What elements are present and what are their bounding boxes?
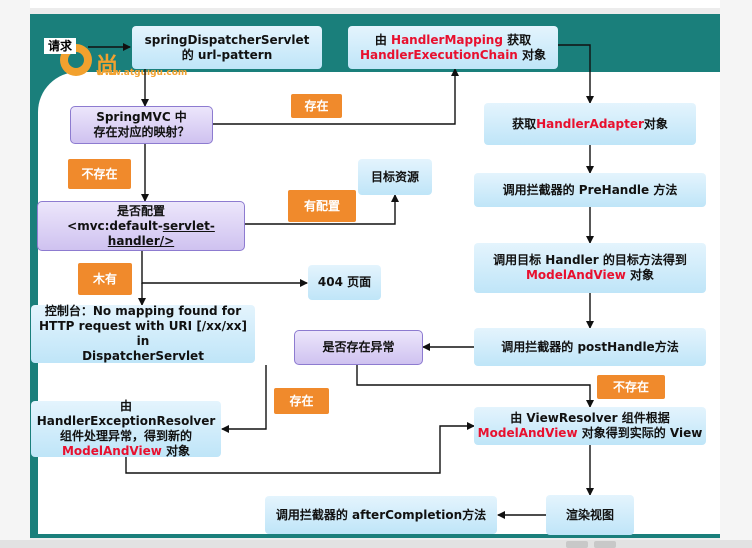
config-line2a: <mvc:default- (67, 218, 163, 233)
exception-resolver-node: 由 HandlerExceptionResolver 组件处理异常，得到新的 M… (31, 399, 221, 458)
hm-mid: 获取 (502, 32, 532, 47)
resolver-line2: 组件处理异常，得到新的 (59, 429, 192, 443)
console-line2: HTTP request with URI [/xx/xx] in (38, 319, 248, 348)
frame-left (0, 0, 30, 540)
invoke-suffix: 对象 (625, 268, 655, 282)
arrow-config-resource (245, 194, 399, 225)
springmvc-mapping-check: SpringMVC 中 存在对应的映射？ (70, 106, 213, 144)
invoke-name: ModelAndView (525, 268, 626, 282)
dispatcher-servlet-node: springDispatcherServlet 的 url-pattern (132, 26, 322, 69)
logo-brand: 尚 (96, 54, 119, 79)
dispatcher-line2: 的 url-pattern (181, 47, 273, 62)
posthandle-node: 调用拦截器的 postHandle方法 (474, 328, 706, 366)
console-line3: DispatcherServlet (82, 349, 204, 363)
invoke-handler-node: 调用目标 Handler 的目标方法得到 ModelAndView 对象 (474, 243, 706, 293)
scroll-thumb[interactable] (566, 541, 588, 548)
default-servlet-handler-check: 是否配置 <mvc:default-servlet- handler/> (37, 201, 245, 251)
adapter-name: HandlerAdapter (536, 116, 644, 131)
hm-prefix: 由 (374, 32, 392, 47)
handler-mapping-node: 由 HandlerMapping 获取 HandlerExecutionChai… (348, 26, 558, 69)
hm-name: HandlerMapping (391, 32, 503, 47)
adapter-suffix: 对象 (643, 116, 668, 131)
config-line1: 是否配置 (116, 203, 165, 218)
target-resource-node: 目标资源 (358, 159, 432, 195)
vr-name: ModelAndView (477, 426, 578, 440)
console-no-mapping-node: 控制台：No mapping found for HTTP request wi… (31, 304, 255, 363)
logo-url: www.atguigu.com (96, 68, 188, 78)
dispatcher-line1: springDispatcherServlet (144, 32, 310, 47)
check-line2: 存在对应的映射？ (93, 125, 190, 139)
page-404-node: 404 页面 (308, 265, 381, 300)
bottom-scrollbar[interactable] (0, 540, 752, 548)
label-none: 木有 (78, 263, 132, 295)
invoke-line1: 调用目标 Handler 的目标方法得到 (493, 253, 687, 267)
label-exists-2: 存在 (274, 388, 329, 414)
resolver-line1: 由 HandlerExceptionResolver (36, 399, 216, 428)
adapter-prefix: 获取 (512, 116, 537, 131)
request-label: 请求 (44, 38, 77, 54)
frame-top (30, 0, 720, 8)
vr-line1: 由 ViewResolver 组件根据 (510, 411, 670, 425)
hm-suffix: 对象 (517, 47, 547, 62)
resolver-name: ModelAndView (61, 444, 162, 458)
check-line1: SpringMVC 中 (96, 110, 187, 124)
arrow-resolver-viewresolver (125, 422, 475, 474)
config-line2b: servlet- (162, 218, 215, 233)
slide-content-area (38, 72, 720, 534)
view-resolver-node: 由 ViewResolver 组件根据 ModelAndView 对象得到实际的… (474, 407, 706, 445)
console-line1: 控制台：No mapping found for (44, 304, 242, 318)
arrow-check-mapping (213, 68, 459, 125)
after-completion-node: 调用拦截器的 afterCompletion方法 (265, 496, 497, 534)
label-exists: 存在 (291, 94, 342, 118)
prehandle-node: 调用拦截器的 PreHandle 方法 (474, 173, 706, 207)
arrow-exception-resolver (221, 365, 267, 433)
label-not-exists: 不存在 (68, 159, 131, 189)
resolver-suffix: 对象 (161, 444, 191, 458)
frame-right (720, 0, 752, 540)
config-line3: handler/> (107, 233, 175, 248)
arrow-mapping-adapter (558, 44, 594, 104)
vr-suffix: 对象得到实际的 View (577, 426, 703, 440)
label-not-exists-2: 不存在 (597, 375, 665, 399)
arrow-config-404 (141, 251, 308, 287)
arrow-exception-viewresolver (356, 365, 594, 408)
hm-chain: HandlerExecutionChain (359, 47, 518, 62)
render-view-node: 渲染视图 (546, 495, 634, 535)
exception-check-node: 是否存在异常 (294, 330, 423, 365)
scroll-thumb[interactable] (594, 541, 616, 548)
label-configured: 有配置 (288, 190, 356, 222)
